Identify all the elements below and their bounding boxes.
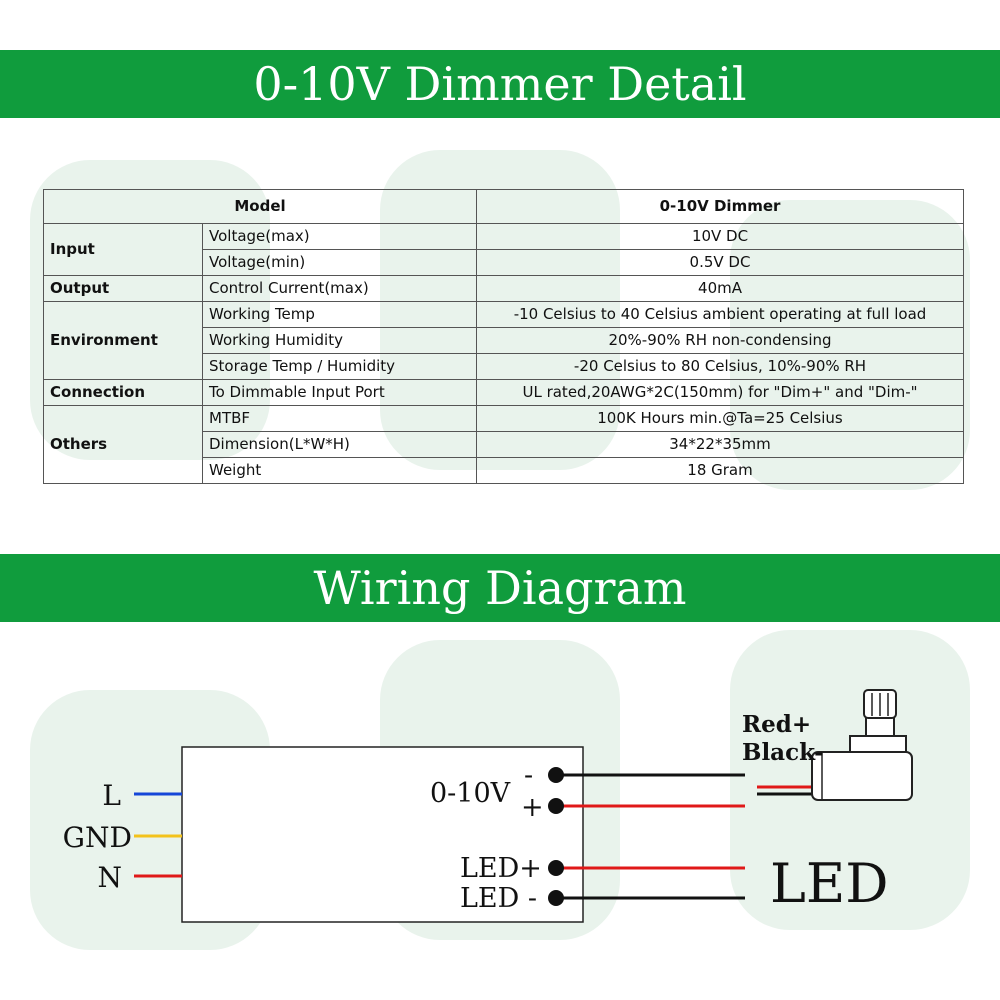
param-value: 0.5V DC — [476, 249, 965, 276]
param-label: Storage Temp / Humidity — [201, 353, 478, 380]
wiring-title: Wiring Diagram — [313, 561, 687, 615]
l-label: L — [102, 779, 121, 812]
param-label: Voltage(min) — [201, 249, 478, 276]
param-label: Weight — [201, 457, 478, 484]
group-label-output: Output — [43, 275, 203, 302]
group-label-environment: Environment — [43, 301, 203, 380]
table-row: Storage Temp / Humidity -20 Celsius to 8… — [44, 353, 965, 380]
led-minus-label: LED - — [460, 883, 537, 914]
detail-title-banner: 0-10V Dimmer Detail — [0, 50, 1000, 118]
table-row: Environment Working Temp -10 Celsius to … — [43, 301, 965, 380]
group-label-others: Others — [43, 405, 203, 484]
param-label: Working Temp — [201, 301, 478, 328]
led-plus-label: LED+ — [460, 853, 542, 884]
param-label: Control Current(max) — [201, 275, 478, 302]
param-label: Dimension(L*W*H) — [201, 431, 478, 458]
table-row: Dimension(L*W*H) 34*22*35mm — [44, 431, 965, 458]
detail-title: 0-10V Dimmer Detail — [253, 57, 747, 111]
dim-plus-label: + — [521, 792, 544, 823]
dimmer-module-box — [181, 746, 584, 923]
table-row: Others MTBF 100K Hours min.@Ta=25 Celsiu… — [43, 405, 965, 484]
param-value: UL rated,20AWG*2C(150mm) for "Dim+" and … — [476, 379, 965, 406]
param-value: -20 Celsius to 80 Celsius, 10%-90% RH — [476, 353, 965, 380]
table-row: Weight 18 Gram — [44, 457, 965, 484]
gnd-label: GND — [63, 821, 132, 854]
table-row: Output Control Current(max) 40mA — [43, 275, 965, 302]
wiring-title-banner: Wiring Diagram — [0, 554, 1000, 622]
param-value: 40mA — [476, 275, 965, 302]
param-label: MTBF — [201, 405, 478, 432]
dimmer-port-label: 0-10V — [430, 778, 511, 809]
param-value: 100K Hours min.@Ta=25 Celsius — [476, 405, 965, 432]
terminal-dot — [548, 798, 564, 814]
spec-header-row: Model 0-10V Dimmer — [42, 189, 965, 224]
potentiometer-red-label: Red+ — [742, 711, 811, 738]
table-row: Input Voltage(max) 10V DC — [43, 223, 965, 276]
spec-table: Model 0-10V Dimmer Input Voltage(max) 10… — [42, 189, 965, 484]
table-row: Voltage(min) 0.5V DC — [44, 249, 965, 276]
potentiometer-icon — [757, 689, 913, 801]
model-value: 0-10V Dimmer — [476, 189, 965, 224]
terminal-dot — [548, 890, 564, 906]
param-value: 18 Gram — [476, 457, 965, 484]
param-value: -10 Celsius to 40 Celsius ambient operat… — [476, 301, 965, 328]
group-label-input: Input — [43, 223, 203, 276]
param-value: 10V DC — [476, 223, 965, 250]
param-label: Voltage(max) — [201, 223, 478, 250]
n-label: N — [98, 861, 123, 894]
terminal-dot — [548, 767, 564, 783]
terminal-dot — [548, 860, 564, 876]
potentiometer-black-label: Black- — [742, 739, 824, 766]
dim-minus-label: - — [524, 760, 533, 791]
led-load-label: LED — [770, 852, 889, 915]
table-row: Connection To Dimmable Input Port UL rat… — [43, 379, 965, 406]
